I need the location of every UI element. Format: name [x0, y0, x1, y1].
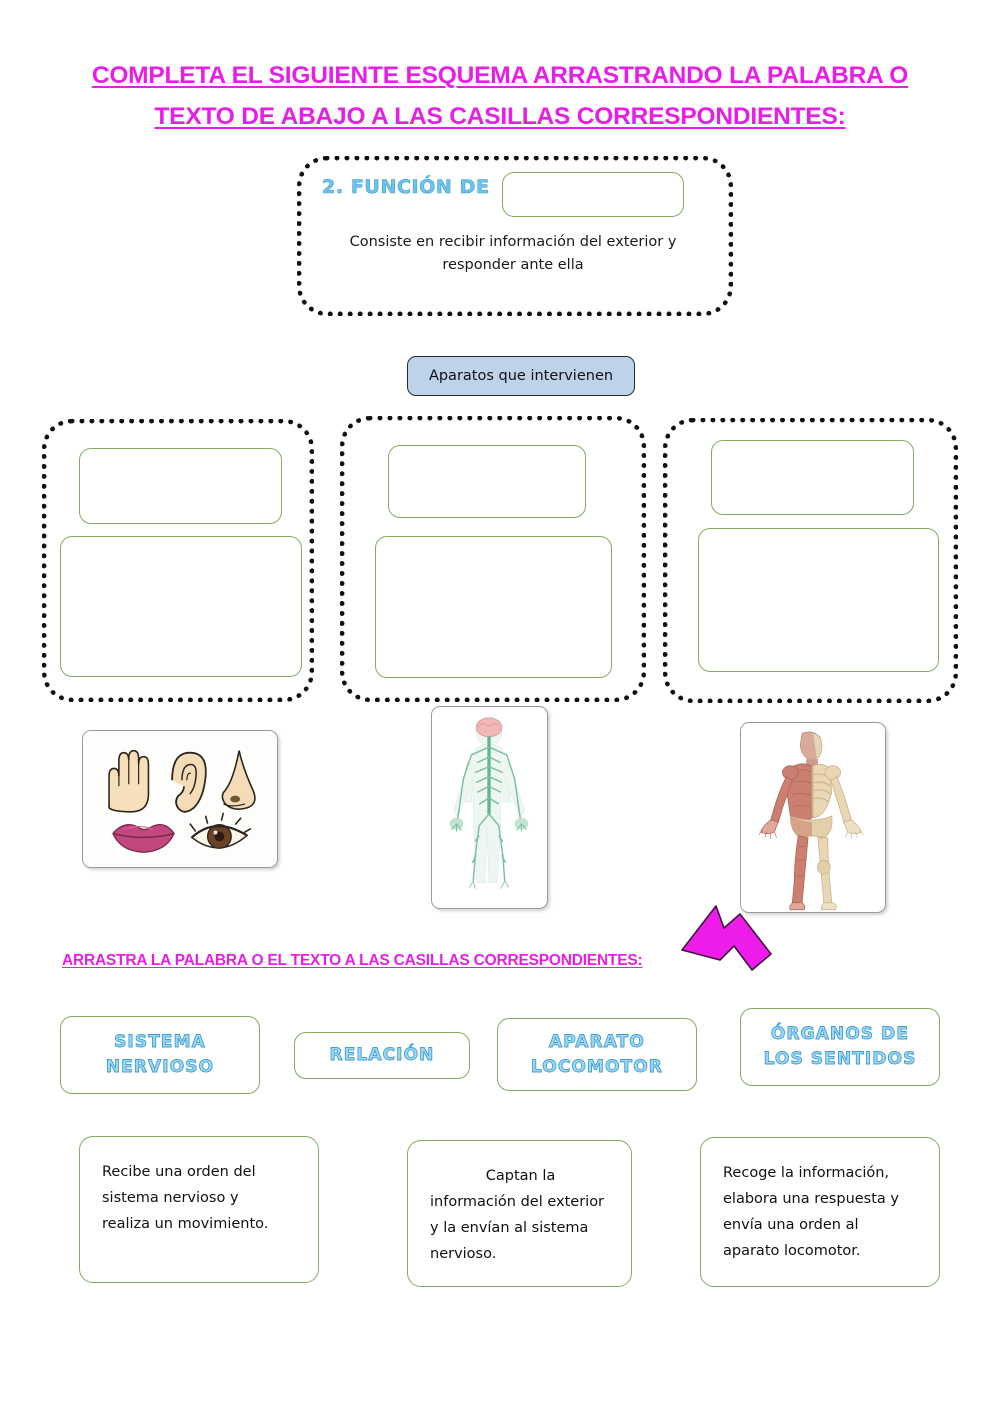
function-label: 2. FUNCIÓN DE: [322, 176, 490, 199]
chip-organos-sentidos-line-1: ÓRGANOS DE: [770, 1024, 910, 1045]
drag-instruction: ARRASTRA LA PALABRA O EL TEXTO A LAS CAS…: [62, 952, 643, 969]
definition-nervous-line-4: aparato locomotor.: [723, 1243, 861, 1259]
definition-senses-line-1: Captan la: [485, 1168, 556, 1184]
definition-nervous-line-2: elabora una respuesta y: [723, 1191, 899, 1207]
column-senses-title-dropzone[interactable]: [79, 448, 282, 524]
aparatos-connector-label: Aparatos que intervienen: [407, 356, 635, 396]
definition-nervous-line-1: Recoge la información,: [723, 1165, 890, 1181]
nervous-system-image: [431, 706, 548, 909]
definition-locomotor-line-2: sistema nervioso y: [102, 1190, 239, 1206]
chip-sistema-nervioso-line-2: NERVIOSO: [105, 1057, 215, 1078]
definition-senses-line-4: nervioso.: [430, 1246, 497, 1262]
chip-relacion[interactable]: RELACIÓN: [294, 1032, 470, 1079]
column-locomotor-text-dropzone[interactable]: [698, 528, 939, 672]
page-title: COMPLETA EL SIGUIENTE ESQUEMA ARRASTRAND…: [60, 55, 940, 137]
definition-senses-line-3: y la envían al sistema: [430, 1220, 589, 1236]
function-answer-dropzone[interactable]: [502, 172, 684, 217]
chip-aparato-locomotor-line-2: LOCOMOTOR: [530, 1056, 663, 1077]
chip-relacion-line-1: RELACIÓN: [329, 1045, 435, 1066]
definition-locomotor[interactable]: Recibe una orden del sistema nervioso y …: [79, 1136, 319, 1283]
column-nervous-system-title-dropzone[interactable]: [388, 445, 586, 518]
five-senses-image: [82, 730, 278, 868]
chip-sistema-nervioso[interactable]: SISTEMA NERVIOSO: [60, 1016, 260, 1094]
chip-sistema-nervioso-line-1: SISTEMA: [114, 1032, 206, 1053]
definition-senses[interactable]: Captan la información del exterior y la …: [407, 1140, 632, 1287]
chip-organos-sentidos-line-2: LOS SENTIDOS: [763, 1049, 917, 1070]
page-title-line-1: COMPLETA EL SIGUIENTE ESQUEMA ARRASTRAND…: [91, 62, 909, 89]
page-title-line-2: TEXTO DE ABAJO A LAS CASILLAS CORRESPOND…: [154, 103, 846, 130]
column-locomotor-title-dropzone[interactable]: [711, 440, 914, 515]
column-nervous-system-text-dropzone[interactable]: [375, 536, 612, 678]
function-description: Consiste en recibir información del exte…: [349, 234, 677, 273]
chip-aparato-locomotor[interactable]: APARATO LOCOMOTOR: [497, 1018, 697, 1091]
chip-organos-sentidos[interactable]: ÓRGANOS DE LOS SENTIDOS: [740, 1008, 940, 1086]
locomotor-system-image: [740, 722, 886, 913]
definition-nervous[interactable]: Recoge la información, elabora una respu…: [700, 1137, 940, 1287]
definition-locomotor-line-3: realiza un movimiento.: [102, 1216, 269, 1232]
column-senses-text-dropzone[interactable]: [60, 536, 302, 677]
definition-senses-line-2: información del exterior: [430, 1194, 605, 1210]
magenta-arrow: [674, 898, 779, 1006]
chip-aparato-locomotor-line-1: APARATO: [549, 1031, 645, 1052]
definition-nervous-line-3: envía una orden al: [723, 1217, 859, 1233]
definition-locomotor-line-1: Recibe una orden del: [102, 1164, 256, 1180]
